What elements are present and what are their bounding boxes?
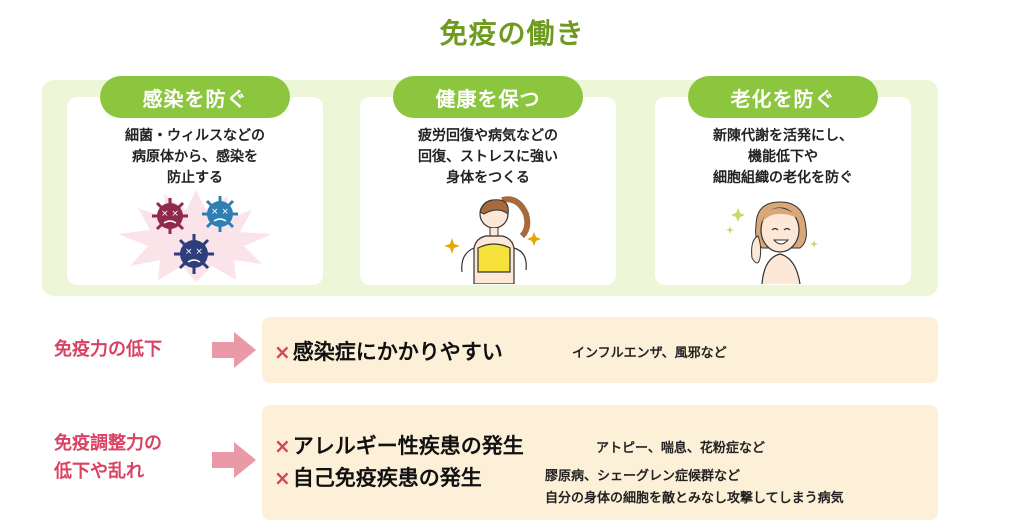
function-label-prevent-infection: 感染を防ぐ [100,76,290,118]
description-line: 疲労回復や病気などの [418,128,558,144]
effect-box-immune-regulation [262,405,938,520]
cross-mark-icon: × [274,434,291,458]
svg-text:× ×: × × [185,247,203,257]
function-description-stay-healthy: 疲労回復や病気などの 回復、ストレスに強い 身体をつくる [360,126,616,189]
description-line: 身体をつくる [446,170,530,186]
function-description-prevent-aging: 新陳代謝を活発にし、 機能低下や 細胞組織の老化を防ぐ [655,126,911,189]
arrow-right-icon [212,332,256,368]
effect-label-immune-regulation: 免疫調整力の 低下や乱れ [54,430,162,486]
function-card-prevent-aging [655,97,911,285]
effect-item-infection: ×感染症にかかりやすい [274,336,503,366]
description-line: 防止する [167,170,223,186]
effect-item-text: 感染症にかかりやすい [292,340,503,364]
description-line: 細菌・ウィルスなどの [125,128,265,144]
effect-label-line: 低下や乱れ [54,461,144,482]
effect-item-examples: インフルエンザ、風邪など [572,346,727,361]
healthy-woman-icon [444,196,541,284]
description-line: 回復、ストレスに強い [418,149,558,165]
virus-icon: × × × × × × [118,190,272,282]
svg-text:× ×: × × [161,209,179,219]
function-description-prevent-infection: 細菌・ウィルスなどの 病原体から、感染を 防止する [67,126,323,189]
effect-item-examples: 自分の身体の細胞を敵とみなし攻撃してしまう病気 [545,491,844,506]
description-line: 病原体から、感染を [132,149,258,165]
page-title: 免疫の働き [439,17,585,50]
effect-item-text: アレルギー性疾患の発生 [292,434,524,458]
description-line: 機能低下や [748,149,818,165]
cross-mark-icon: × [274,466,291,490]
smiling-woman-icon [726,201,818,284]
arrow-right-icon [212,442,256,478]
cross-mark-icon: × [274,340,291,364]
effect-item-allergy: ×アレルギー性疾患の発生 [274,430,524,460]
effect-label-line: 免疫調整力の [54,433,162,454]
effect-item-autoimmune: ×自己免疫疾患の発生 [274,462,482,492]
effect-box-immunity-decline [262,317,938,383]
effect-label-immunity-decline: 免疫力の低下 [54,339,162,360]
function-label-stay-healthy: 健康を保つ [393,76,583,118]
function-label-prevent-aging: 老化を防ぐ [688,76,878,118]
description-line: 新陳代謝を活発にし、 [713,128,853,144]
effect-item-text: 自己免疫疾患の発生 [292,466,482,490]
effect-item-examples: 膠原病、シェーグレン症候群など [545,469,741,484]
svg-text:× ×: × × [211,207,229,217]
effect-item-examples: アトピー、喘息、花粉症など [596,441,765,456]
description-line: 細胞組織の老化を防ぐ [713,170,853,186]
